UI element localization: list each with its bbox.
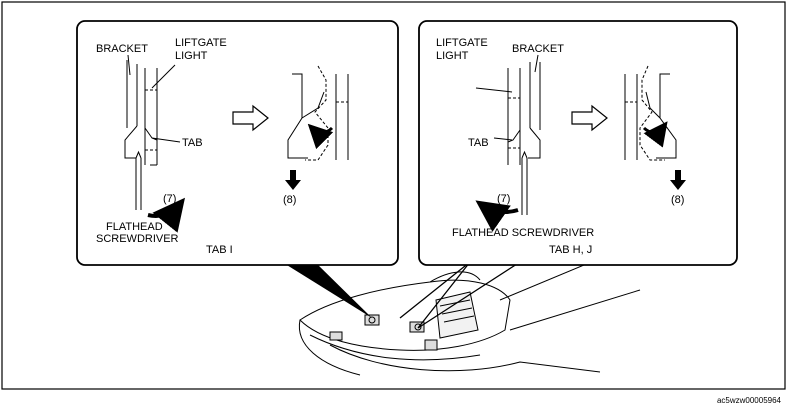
callout-left-wedge [282, 262, 372, 318]
label-bracket-right: BRACKET [512, 43, 564, 55]
label-tab-id-right: TAB H, J [549, 244, 593, 256]
label-liftgate-right-2: LIGHT [436, 50, 469, 62]
label-liftgate-left-2: LIGHT [175, 50, 208, 62]
rotate-arrow-7-right [475, 200, 519, 232]
left-view-before [124, 54, 181, 210]
label-liftgate-left-1: LIFTGATE [175, 37, 227, 49]
label-flathead-right: FLATHEAD SCREWDRIVER [452, 227, 595, 239]
left-view-after [287, 65, 349, 161]
label-step7-right: (7) [497, 193, 511, 205]
rotate-arrow-7-left [147, 197, 186, 233]
label-tab-right: TAB [468, 137, 489, 149]
label-flathead-left-2: SCREWDRIVER [96, 233, 179, 245]
label-tab-id-left: TAB I [206, 244, 233, 256]
down-arrow-8-right [670, 170, 686, 190]
rotate-arrow-small-left [307, 123, 334, 150]
label-tab-left: TAB [182, 137, 203, 149]
label-bracket-left: BRACKET [96, 43, 148, 55]
figure-code: ac5wzw00005964 [716, 396, 781, 405]
down-arrow-8-left [285, 170, 301, 190]
tab-i-marker [364, 314, 380, 326]
label-step7-left: (7) [163, 193, 177, 205]
right-view-before [475, 54, 541, 215]
tab-h-marker [409, 321, 425, 333]
transition-arrow-right [571, 104, 608, 132]
right-view-after [624, 65, 677, 161]
transition-arrow-left [232, 104, 269, 132]
tab-j-marker [424, 339, 438, 351]
label-step8-left: (8) [283, 194, 297, 206]
label-step8-right: (8) [671, 194, 685, 206]
label-flathead-left-1: FLATHEAD [106, 221, 163, 233]
label-liftgate-right-1: LIFTGATE [436, 37, 488, 49]
rotate-arrow-small-right [642, 121, 668, 148]
